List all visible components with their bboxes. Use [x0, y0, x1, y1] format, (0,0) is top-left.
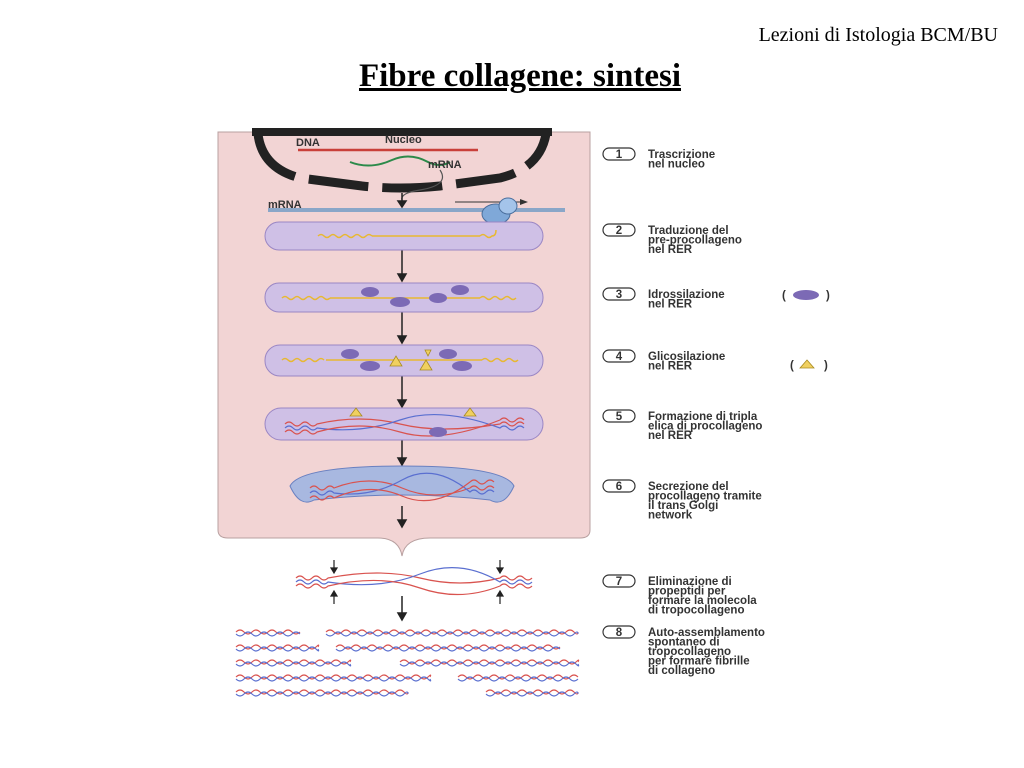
- step-text-line: Auto-assemblamento: [648, 627, 765, 639]
- fibril-segment: [335, 644, 561, 652]
- step-number-badge: [602, 479, 636, 493]
- step-text-line: pre-procollageno: [648, 235, 742, 247]
- step-text-line: propeptidi per: [648, 586, 726, 598]
- fibril-segment: [399, 659, 580, 667]
- rer-glycosylation: [264, 344, 544, 377]
- step-text-line: nel RER: [648, 430, 693, 442]
- step-number-badge: [602, 223, 636, 237]
- step-text-line: network: [648, 510, 693, 522]
- step-text-line: tropocollageno: [648, 646, 731, 658]
- step-number-badge: [602, 147, 636, 161]
- fibril-segment: [235, 674, 432, 682]
- nucleus-label: Nucleo: [385, 134, 422, 146]
- step-text-line: Idrossilazione: [648, 289, 725, 301]
- step-number: 1: [616, 149, 623, 161]
- step-text-line: nel RER: [648, 361, 693, 373]
- step-number: 2: [616, 225, 622, 237]
- step-number-badge: [602, 574, 636, 588]
- step-text-line: Formazione di tripla: [648, 411, 758, 423]
- course-header: Lezioni di Istologia BCM/BU: [758, 24, 998, 46]
- step-number: 6: [616, 481, 622, 493]
- svg-text:): ): [824, 360, 828, 372]
- step-text-line: nel RER: [648, 244, 693, 256]
- svg-text:(: (: [782, 290, 786, 302]
- slide-title: Fibre collagene: sintesi: [358, 58, 681, 94]
- step-text-line: Trascrizione: [648, 149, 715, 161]
- fibril-segment: [457, 674, 579, 682]
- step-text-line: di collageno: [648, 665, 715, 677]
- dna-label: DNA: [296, 137, 320, 149]
- fibril-segment: [235, 629, 301, 637]
- step-number: 8: [616, 627, 623, 639]
- svg-text:): ): [826, 290, 830, 302]
- nucleus-membrane: [253, 133, 551, 193]
- mrna-nucleus-label: mRNA: [428, 159, 462, 171]
- fibril-segment: [235, 644, 320, 652]
- step-text-line: formare la molecola: [648, 595, 757, 607]
- step-number-badge: [602, 409, 636, 423]
- step-text-line: Eliminazione di: [648, 576, 732, 588]
- svg-text:(: (: [790, 360, 794, 372]
- step-text-line: spontaneo di: [648, 637, 720, 649]
- mrna-nucleus-strand: [349, 155, 451, 167]
- step-text-line: Secrezione del: [648, 481, 729, 493]
- rer-triple-helix: [264, 407, 544, 441]
- step-number: 3: [616, 289, 622, 301]
- step-number: 5: [616, 411, 623, 423]
- fibril-segment: [485, 689, 579, 697]
- step-text-line: il trans Golgi: [648, 500, 718, 512]
- hydroxyl-legend-icon: (): [782, 290, 830, 302]
- step-number: 4: [616, 351, 623, 363]
- step-number: 7: [616, 576, 622, 588]
- tropocollagen-molecule: [295, 560, 533, 604]
- step-text-line: per formare fibrille: [648, 656, 750, 668]
- step-number-badge: [602, 349, 636, 363]
- step-text-line: nel RER: [648, 299, 693, 311]
- rer-translation: [264, 221, 544, 251]
- golgi-secretory-vesicle: [289, 465, 515, 503]
- step-text-line: nel nucleo: [648, 159, 705, 171]
- collagen-fibrils: [235, 629, 580, 697]
- fibril-segment: [235, 659, 352, 667]
- flow-arrows: [396, 193, 408, 622]
- fibril-segment: [235, 689, 409, 697]
- step-text-line: procollageno tramite: [648, 491, 762, 503]
- rer-hydroxylation: [264, 282, 544, 313]
- step-number-badge: [602, 287, 636, 301]
- step-text-line: Traduzione del: [648, 225, 729, 237]
- step-text-line: elica di procollageno: [648, 421, 762, 433]
- step-text-line: di tropocollageno: [648, 605, 744, 617]
- sugar-legend-icon: (): [790, 359, 828, 372]
- step-text-line: Glicosilazione: [648, 351, 725, 363]
- step-number-badge: [602, 625, 636, 639]
- fibril-segment: [325, 629, 579, 637]
